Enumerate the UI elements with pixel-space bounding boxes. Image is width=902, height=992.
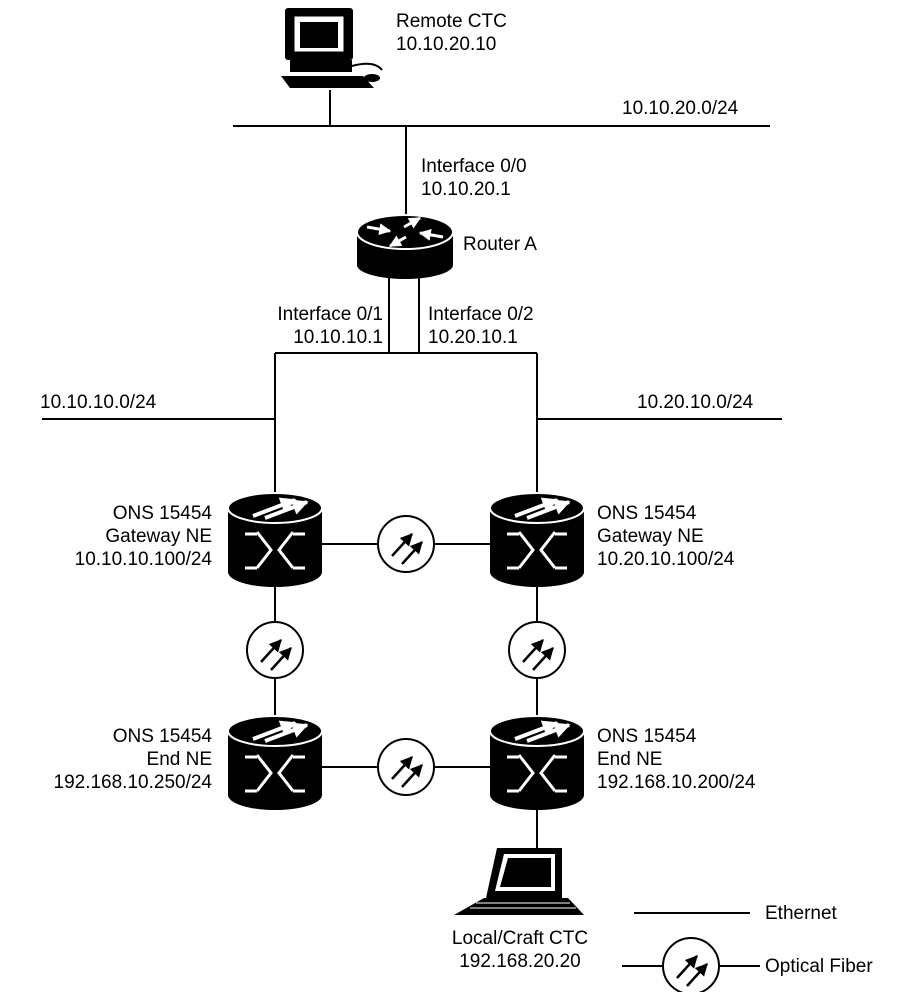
legend-optical-label: Optical Fiber <box>765 956 873 977</box>
interface-0-2-label: Interface 0/2 10.20.10.1 <box>428 303 534 349</box>
ons-end-right-label: ONS 15454 End NE 192.168.10.200/24 <box>597 725 756 794</box>
ons-ip: 10.10.10.100/24 <box>74 549 212 570</box>
interface-0-0-name: Interface 0/0 <box>421 156 527 177</box>
legend-ethernet-label: Ethernet <box>765 903 837 924</box>
ons-end-right-icon <box>490 716 584 810</box>
local-ctc-laptop-icon <box>454 848 584 915</box>
ons-gateway-left-icon <box>228 493 322 587</box>
local-ctc-label: Local/Craft CTC 192.168.20.20 <box>400 927 640 973</box>
ons-gateway-right-label: ONS 15454 Gateway NE 10.20.10.100/24 <box>597 502 734 571</box>
interface-0-1-ip: 10.10.10.1 <box>293 327 383 348</box>
local-ctc-ip: 192.168.20.20 <box>459 951 581 972</box>
subnet-left-label: 10.10.10.0/24 <box>40 392 157 413</box>
remote-ctc-ip: 10.10.20.10 <box>396 34 497 55</box>
optical-fiber-icon <box>378 739 434 795</box>
ons-gateway-right-icon <box>490 493 584 587</box>
ons-role: Gateway NE <box>597 526 704 547</box>
ons-ip: 192.168.10.250/24 <box>53 772 213 793</box>
ons-ip: 10.20.10.100/24 <box>597 549 735 570</box>
ons-role: Gateway NE <box>105 526 212 547</box>
interface-0-1-label: Interface 0/1 10.10.10.1 <box>230 303 383 349</box>
ons-role: End NE <box>597 749 663 770</box>
router-a-label: Router A <box>463 234 537 255</box>
remote-ctc-name: Remote CTC <box>396 11 507 32</box>
subnet-right-label: 10.20.10.0/24 <box>637 392 754 413</box>
remote-ctc-label: Remote CTC 10.10.20.10 <box>396 10 507 56</box>
interface-0-0-label: Interface 0/0 10.10.20.1 <box>421 155 527 201</box>
ons-role: End NE <box>146 749 212 770</box>
legend-optical-fiber-icon <box>663 938 719 992</box>
ons-end-left-label: ONS 15454 End NE 192.168.10.250/24 <box>8 725 213 794</box>
ons-end-left-icon <box>228 716 322 810</box>
subnet-top-label: 10.10.20.0/24 <box>622 98 739 119</box>
interface-0-1-name: Interface 0/1 <box>277 304 383 325</box>
router-a-icon <box>356 214 454 279</box>
optical-fiber-icon <box>247 622 303 678</box>
ons-model: ONS 15454 <box>597 503 697 524</box>
ons-model: ONS 15454 <box>597 726 697 747</box>
ons-model: ONS 15454 <box>112 503 212 524</box>
ons-gateway-left-label: ONS 15454 Gateway NE 10.10.10.100/24 <box>40 502 212 571</box>
interface-0-2-name: Interface 0/2 <box>428 304 534 325</box>
interface-0-2-ip: 10.20.10.1 <box>428 327 518 348</box>
optical-fiber-icon <box>378 516 434 572</box>
ons-ip: 192.168.10.200/24 <box>597 772 756 793</box>
ons-model: ONS 15454 <box>112 726 212 747</box>
interface-0-0-ip: 10.10.20.1 <box>421 179 511 200</box>
remote-ctc-computer-icon <box>281 8 383 88</box>
local-ctc-name: Local/Craft CTC <box>451 928 589 949</box>
optical-fiber-icon <box>509 622 565 678</box>
